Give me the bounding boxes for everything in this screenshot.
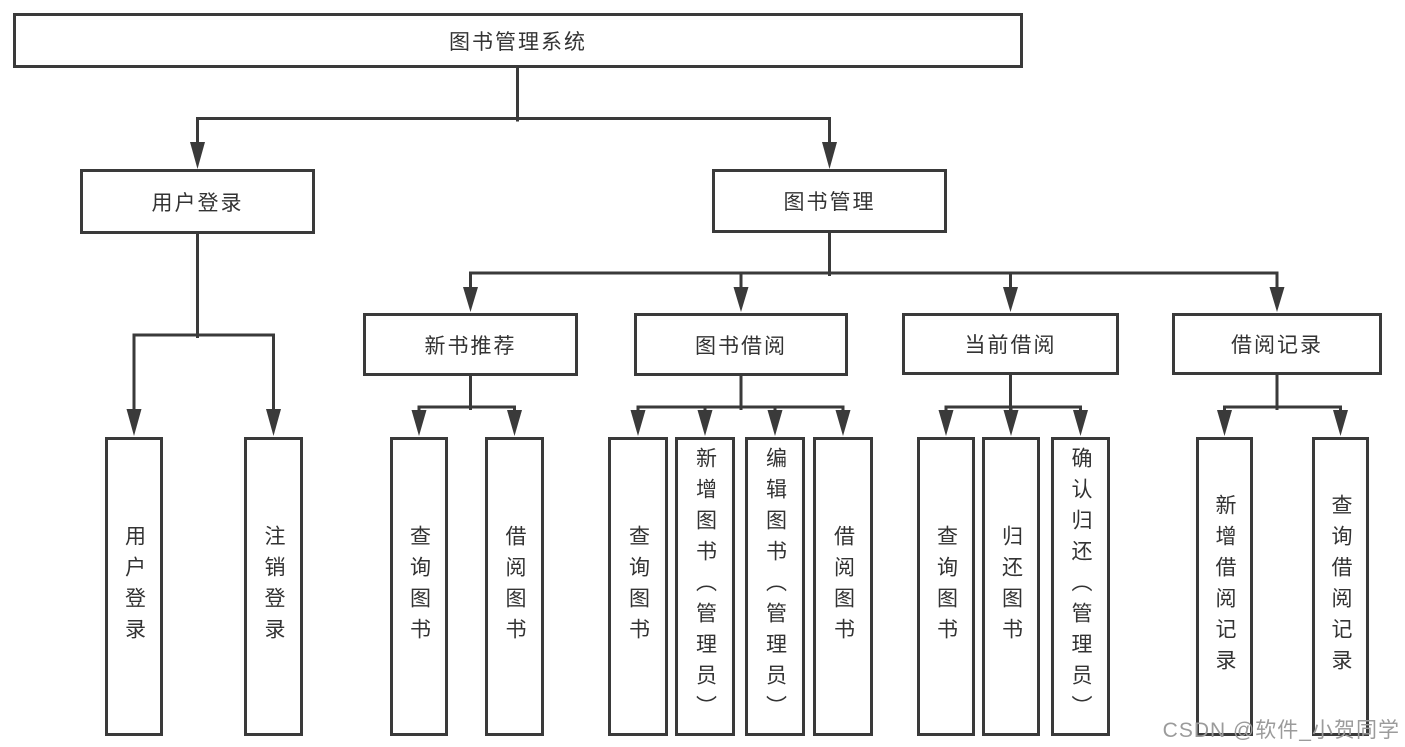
leaf-borrowing-add-books-admin: 新增图书（管理员） bbox=[675, 437, 735, 736]
leaf-label: 注销登录 bbox=[262, 524, 285, 649]
leaf-records-add-record: 新增借阅记录 bbox=[1196, 437, 1253, 736]
csdn-watermark: CSDN @软件_小贺同学 bbox=[1162, 719, 1400, 742]
leaf-label: 查询图书 bbox=[934, 524, 958, 649]
leaf-label: 归还图书 bbox=[999, 524, 1023, 649]
leaf-label: 确认归还（管理员） bbox=[1069, 447, 1092, 726]
leaf-current-return-books: 归还图书 bbox=[982, 437, 1040, 736]
node-book-borrowing: 图书借阅 bbox=[634, 313, 848, 376]
node-user-login: 用户登录 bbox=[80, 169, 315, 234]
leaf-label: 借阅图书 bbox=[503, 524, 526, 649]
node-book-management: 图书管理 bbox=[712, 169, 947, 233]
node-current-borrowing: 当前借阅 bbox=[902, 313, 1119, 375]
node-label: 图书借阅 bbox=[695, 334, 787, 358]
arrowheads bbox=[126, 142, 1348, 436]
node-borrowing-records: 借阅记录 bbox=[1172, 313, 1382, 375]
leaf-borrowing-borrow-books: 借阅图书 bbox=[813, 437, 873, 736]
leaf-user-login: 用户登录 bbox=[105, 437, 163, 736]
leaf-records-query-record: 查询借阅记录 bbox=[1312, 437, 1369, 736]
node-library-management-system: 图书管理系统 bbox=[13, 13, 1023, 68]
leaf-label: 借阅图书 bbox=[831, 524, 855, 649]
leaf-label: 查询图书 bbox=[626, 524, 650, 649]
leaf-borrowing-query-books: 查询图书 bbox=[608, 437, 668, 736]
leaf-label: 新增图书（管理员） bbox=[693, 447, 717, 726]
node-label: 新书推荐 bbox=[424, 334, 517, 358]
leaf-borrowing-edit-books-admin: 编辑图书（管理员） bbox=[745, 437, 805, 736]
leaf-label: 新增借阅记录 bbox=[1213, 493, 1236, 680]
node-label: 图书管理 bbox=[783, 191, 876, 214]
node-label: 图书管理系统 bbox=[449, 30, 587, 54]
leaf-logout: 注销登录 bbox=[244, 437, 303, 736]
leaf-recommend-borrow-books: 借阅图书 bbox=[485, 437, 544, 736]
leaf-label: 查询借阅记录 bbox=[1329, 493, 1352, 680]
node-new-book-recommendation: 新书推荐 bbox=[363, 313, 578, 376]
leaf-label: 用户登录 bbox=[122, 524, 146, 649]
leaf-label: 查询图书 bbox=[407, 524, 431, 649]
leaf-recommend-query-books: 查询图书 bbox=[390, 437, 448, 736]
leaf-current-confirm-return-admin: 确认归还（管理员） bbox=[1051, 437, 1110, 736]
leaf-label: 编辑图书（管理员） bbox=[763, 447, 787, 726]
leaf-current-query-books: 查询图书 bbox=[917, 437, 975, 736]
node-label: 借阅记录 bbox=[1231, 334, 1323, 357]
node-label: 当前借阅 bbox=[964, 334, 1057, 357]
node-label: 用户登录 bbox=[151, 191, 244, 215]
